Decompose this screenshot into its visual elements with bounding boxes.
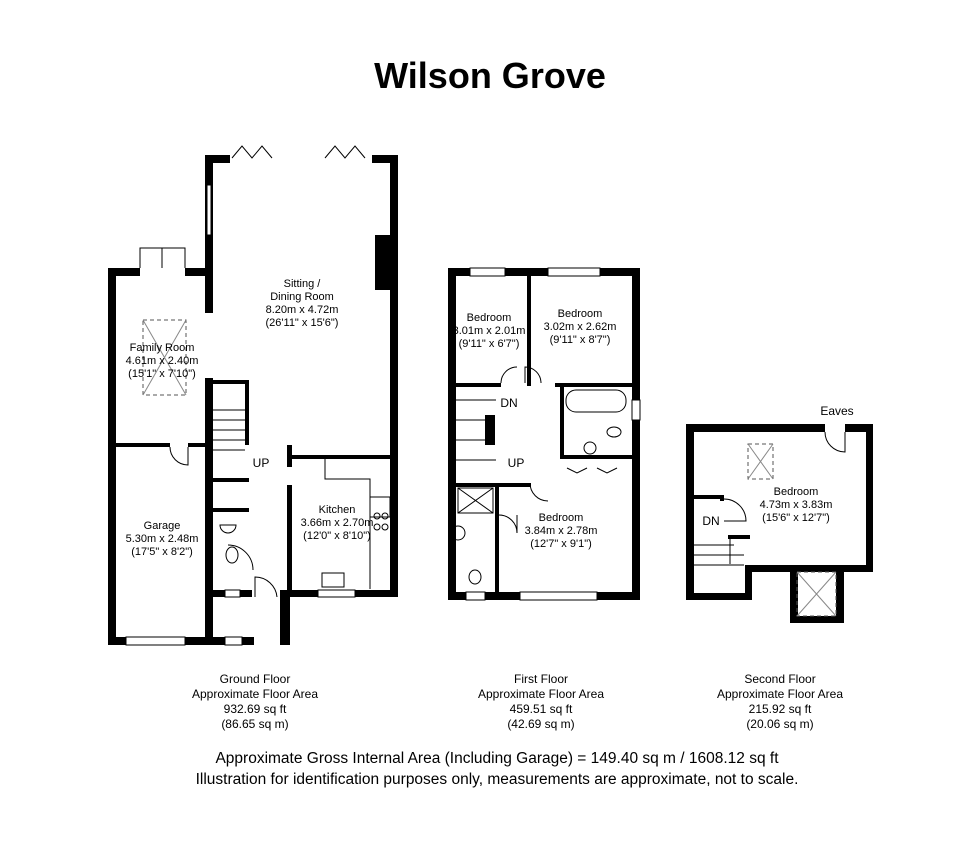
room-family: Family Room 4.61m x 2.40m (15'1" x 7'10"…: [126, 342, 199, 381]
room-name: Bedroom: [538, 512, 584, 524]
room-name: Garage: [143, 520, 181, 532]
first-floor-area: First Floor Approximate Floor Area 459.5…: [478, 672, 604, 732]
room-name: Family Room: [129, 342, 195, 354]
ground-floor-area: Ground Floor Approximate Floor Area 932.…: [192, 672, 318, 732]
floor-area-sqm: (20.06 sq m): [746, 717, 814, 731]
stairs-down-label: DN: [702, 514, 720, 528]
floor-name: Ground Floor: [219, 672, 291, 686]
room-bedroom-3: Bedroom 3.84m x 2.78m (12'7" x 9'1"): [525, 512, 598, 551]
room-name: Sitting /: [283, 278, 321, 290]
room-dimensions-imperial: (12'7" x 9'1"): [530, 538, 592, 550]
page-title: Wilson Grove: [374, 55, 606, 96]
room-bedroom-1: Bedroom 3.01m x 2.01m (9'11" x 6'7"): [453, 312, 526, 351]
ground-floor-walls: [108, 155, 398, 645]
room-dimensions-metric: 4.73m x 3.83m: [759, 499, 833, 511]
room-dimensions-imperial: (15'6" x 12'7"): [762, 512, 830, 524]
floor-area-sqft: 459.51 sq ft: [509, 702, 573, 716]
room-dimensions-metric: 3.02m x 2.62m: [543, 321, 617, 333]
room-name: Bedroom: [466, 312, 512, 324]
room-kitchen: Kitchen 3.66m x 2.70m (12'0" x 8'10"): [301, 504, 374, 543]
second-floor-area: Second Floor Approximate Floor Area 215.…: [717, 672, 843, 732]
room-dimensions-metric: 3.66m x 2.70m: [300, 517, 374, 529]
room-dimensions-metric: 8.20m x 4.72m: [265, 304, 339, 316]
room-dimensions-imperial: (17'5" x 8'2"): [131, 546, 193, 558]
room-dimensions-metric: 4.61m x 2.40m: [125, 355, 199, 367]
room-dimensions-metric: 3.84m x 2.78m: [524, 525, 598, 537]
room-bedroom-4: Bedroom 4.73m x 3.83m (15'6" x 12'7"): [760, 486, 833, 525]
stairs-up-label: UP: [507, 456, 525, 470]
ground-floor-fixtures: [125, 145, 391, 646]
room-dimensions-metric: 3.01m x 2.01m: [452, 325, 526, 337]
room-dimensions-imperial: (9'11" x 6'7"): [458, 338, 520, 350]
first-floor-walls: [448, 268, 640, 600]
floor-name: Second Floor: [744, 672, 816, 686]
room-dimensions-imperial: (15'1" x 7'10"): [128, 368, 196, 380]
room-name: Bedroom: [557, 308, 603, 320]
room-dimensions-imperial: (12'0" x 8'10"): [303, 530, 371, 542]
room-name: Dining Room: [270, 291, 334, 303]
floor-area-sqft: 932.69 sq ft: [223, 702, 287, 716]
floor-caption: Approximate Floor Area: [191, 687, 319, 701]
footer: Approximate Gross Internal Area (Includi…: [196, 748, 799, 790]
room-dimensions-imperial: (9'11" x 8'7"): [549, 334, 611, 346]
floor-caption: Approximate Floor Area: [477, 687, 605, 701]
floor-caption: Approximate Floor Area: [716, 687, 844, 701]
eaves-label: Eaves: [820, 404, 854, 418]
floor-area-sqft: 215.92 sq ft: [748, 702, 812, 716]
room-bedroom-2: Bedroom 3.02m x 2.62m (9'11" x 8'7"): [544, 308, 617, 347]
stairs-up-label: UP: [252, 456, 270, 470]
room-garage: Garage 5.30m x 2.48m (17'5" x 8'2"): [126, 520, 199, 559]
room-dimensions-imperial: (26'11" x 15'6"): [265, 317, 339, 329]
floor-area-sqm: (86.65 sq m): [221, 717, 289, 731]
disclaimer-text: Illustration for identification purposes…: [195, 771, 799, 788]
room-name: Bedroom: [773, 486, 819, 498]
stairs-down-label: DN: [500, 396, 518, 410]
floor-name: First Floor: [514, 672, 568, 686]
second-floor-walls: [686, 424, 873, 623]
second-floor-fixtures: [694, 431, 846, 617]
room-sitting-dining: Sitting / Dining Room 8.20m x 4.72m (26'…: [266, 278, 339, 330]
first-floor-fixtures: [450, 267, 641, 601]
room-dimensions-metric: 5.30m x 2.48m: [125, 533, 199, 545]
room-name: Kitchen: [318, 504, 356, 516]
gross-area-text: Approximate Gross Internal Area (Includi…: [215, 750, 779, 767]
floor-area-sqm: (42.69 sq m): [507, 717, 575, 731]
